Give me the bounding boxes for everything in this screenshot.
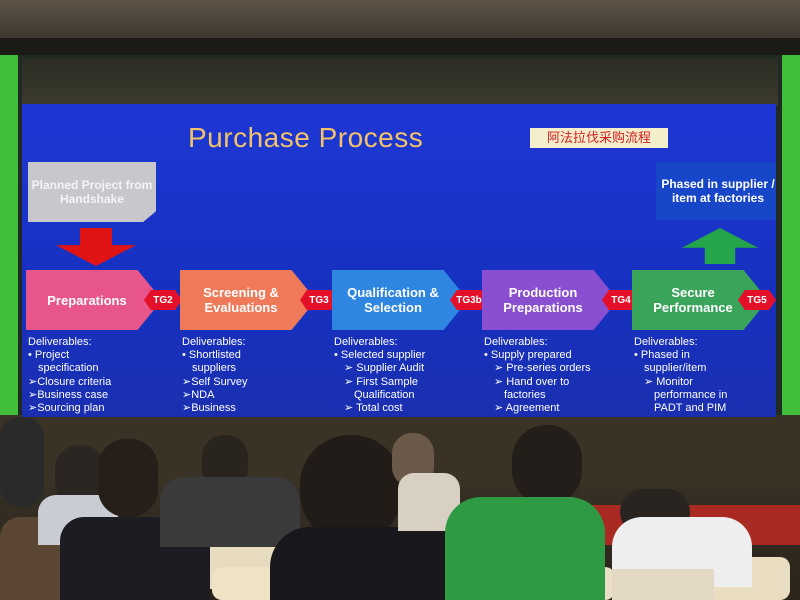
deliverables-heading: Deliverables: <box>182 336 246 348</box>
deliverables-heading: Deliverables: <box>484 336 548 348</box>
deliverable-item: ➢Self Survey <box>182 375 248 388</box>
stage-label: Qualification & Selection <box>347 285 439 315</box>
person-body <box>445 497 605 600</box>
gate-tg2: TG2 <box>144 290 182 310</box>
stage-label: Production Preparations <box>503 285 583 315</box>
ceiling-band <box>0 38 800 58</box>
deliverable-item: ➢ Supplier Audit <box>344 362 425 375</box>
person-body <box>160 477 300 547</box>
gate-tg3b: TG3b <box>450 290 488 310</box>
person-head <box>98 439 158 517</box>
deliverable-item: PADT and PIM <box>654 402 727 415</box>
deliverable-item: factories <box>504 388 546 401</box>
slide-title: Purchase Process <box>188 122 424 153</box>
deliverable-item: ➢ Monitor <box>644 375 693 388</box>
box-on-seat <box>612 569 714 600</box>
wall-left <box>0 55 22 415</box>
gate-label: TG3b <box>456 294 482 306</box>
stage-label: Secure Performance <box>653 285 733 315</box>
deliverable-item: ➢Closure criteria <box>28 375 112 388</box>
deliverable-item: ➢Business case <box>28 388 109 401</box>
planned-project-box: Planned Project from Handshake <box>28 162 156 222</box>
gate-tg5: TG5 <box>738 290 776 310</box>
gate-tg4: TG4 <box>602 290 640 310</box>
deliverable-item: supplier/item <box>644 362 707 375</box>
wall-right <box>778 55 800 415</box>
deliverable-item: Qualification <box>354 388 415 401</box>
up-arrow-icon <box>682 228 758 264</box>
screen-top <box>22 58 778 106</box>
deliverable-item: ➢Business <box>182 402 236 415</box>
deliverable-item: ➢NDA <box>182 388 215 401</box>
stage-qualification: Qualification & Selection <box>332 270 468 330</box>
deliverable-item: specification <box>38 362 99 375</box>
deliverables-heading: Deliverables: <box>634 336 698 348</box>
deliverable-item: ➢ First Sample <box>344 375 419 388</box>
slide: Purchase Process 阿法拉伐采购流程 Planned Projec… <box>22 104 776 417</box>
deliverable-item: ➢Sourcing plan <box>28 402 105 415</box>
gate-label: TG3 <box>309 294 329 306</box>
stage-production: Production Preparations <box>482 270 618 330</box>
deliverable-item: • Project <box>28 349 70 362</box>
person-head <box>300 435 402 543</box>
deliverables-col-4: Deliverables: • Supply prepared➢ Pre-ser… <box>484 336 591 415</box>
phased-in-text: Phased in supplier / item at factories <box>661 177 775 205</box>
chinese-label: 阿法拉伐采购流程 <box>530 128 668 148</box>
deliverable-item: • Shortlisted <box>182 349 241 362</box>
deliverables-heading: Deliverables: <box>334 336 398 348</box>
deliverables-col-3: Deliverables: • Selected supplier➢ Suppl… <box>334 336 425 415</box>
stage-label: Preparations <box>47 292 127 308</box>
gate-label: TG2 <box>153 294 173 306</box>
planned-project-text: Planned Project from Handshake <box>31 178 153 206</box>
person-head <box>512 425 582 505</box>
stage-label: Screening & Evaluations <box>203 285 279 315</box>
gate-label: TG5 <box>747 294 767 306</box>
phased-in-box: Phased in supplier / item at factories <box>656 162 776 220</box>
deliverable-item: ➢ Hand over to <box>494 375 570 388</box>
deliverable-item: • Selected supplier <box>334 349 426 362</box>
deliverable-item: performance in <box>654 388 728 401</box>
audience-area <box>0 417 800 600</box>
stage-screening: Screening & Evaluations <box>180 270 316 330</box>
deliverable-item: • Phased in <box>634 349 690 362</box>
deliverable-item: ➢ Pre-series orders <box>494 362 591 375</box>
deliverable-item: • Supply prepared <box>484 349 572 362</box>
down-arrow-icon <box>56 228 136 266</box>
person-head <box>0 417 44 507</box>
deliverable-item: ➢ Total cost <box>344 402 403 415</box>
deliverables-heading: Deliverables: <box>28 336 92 348</box>
deliverable-item: suppliers <box>192 362 237 375</box>
gate-label: TG4 <box>611 294 631 306</box>
gate-tg3: TG3 <box>300 290 338 310</box>
deliverable-item: ➢ Agreement <box>494 402 560 415</box>
stage-preparations: Preparations <box>26 270 162 330</box>
